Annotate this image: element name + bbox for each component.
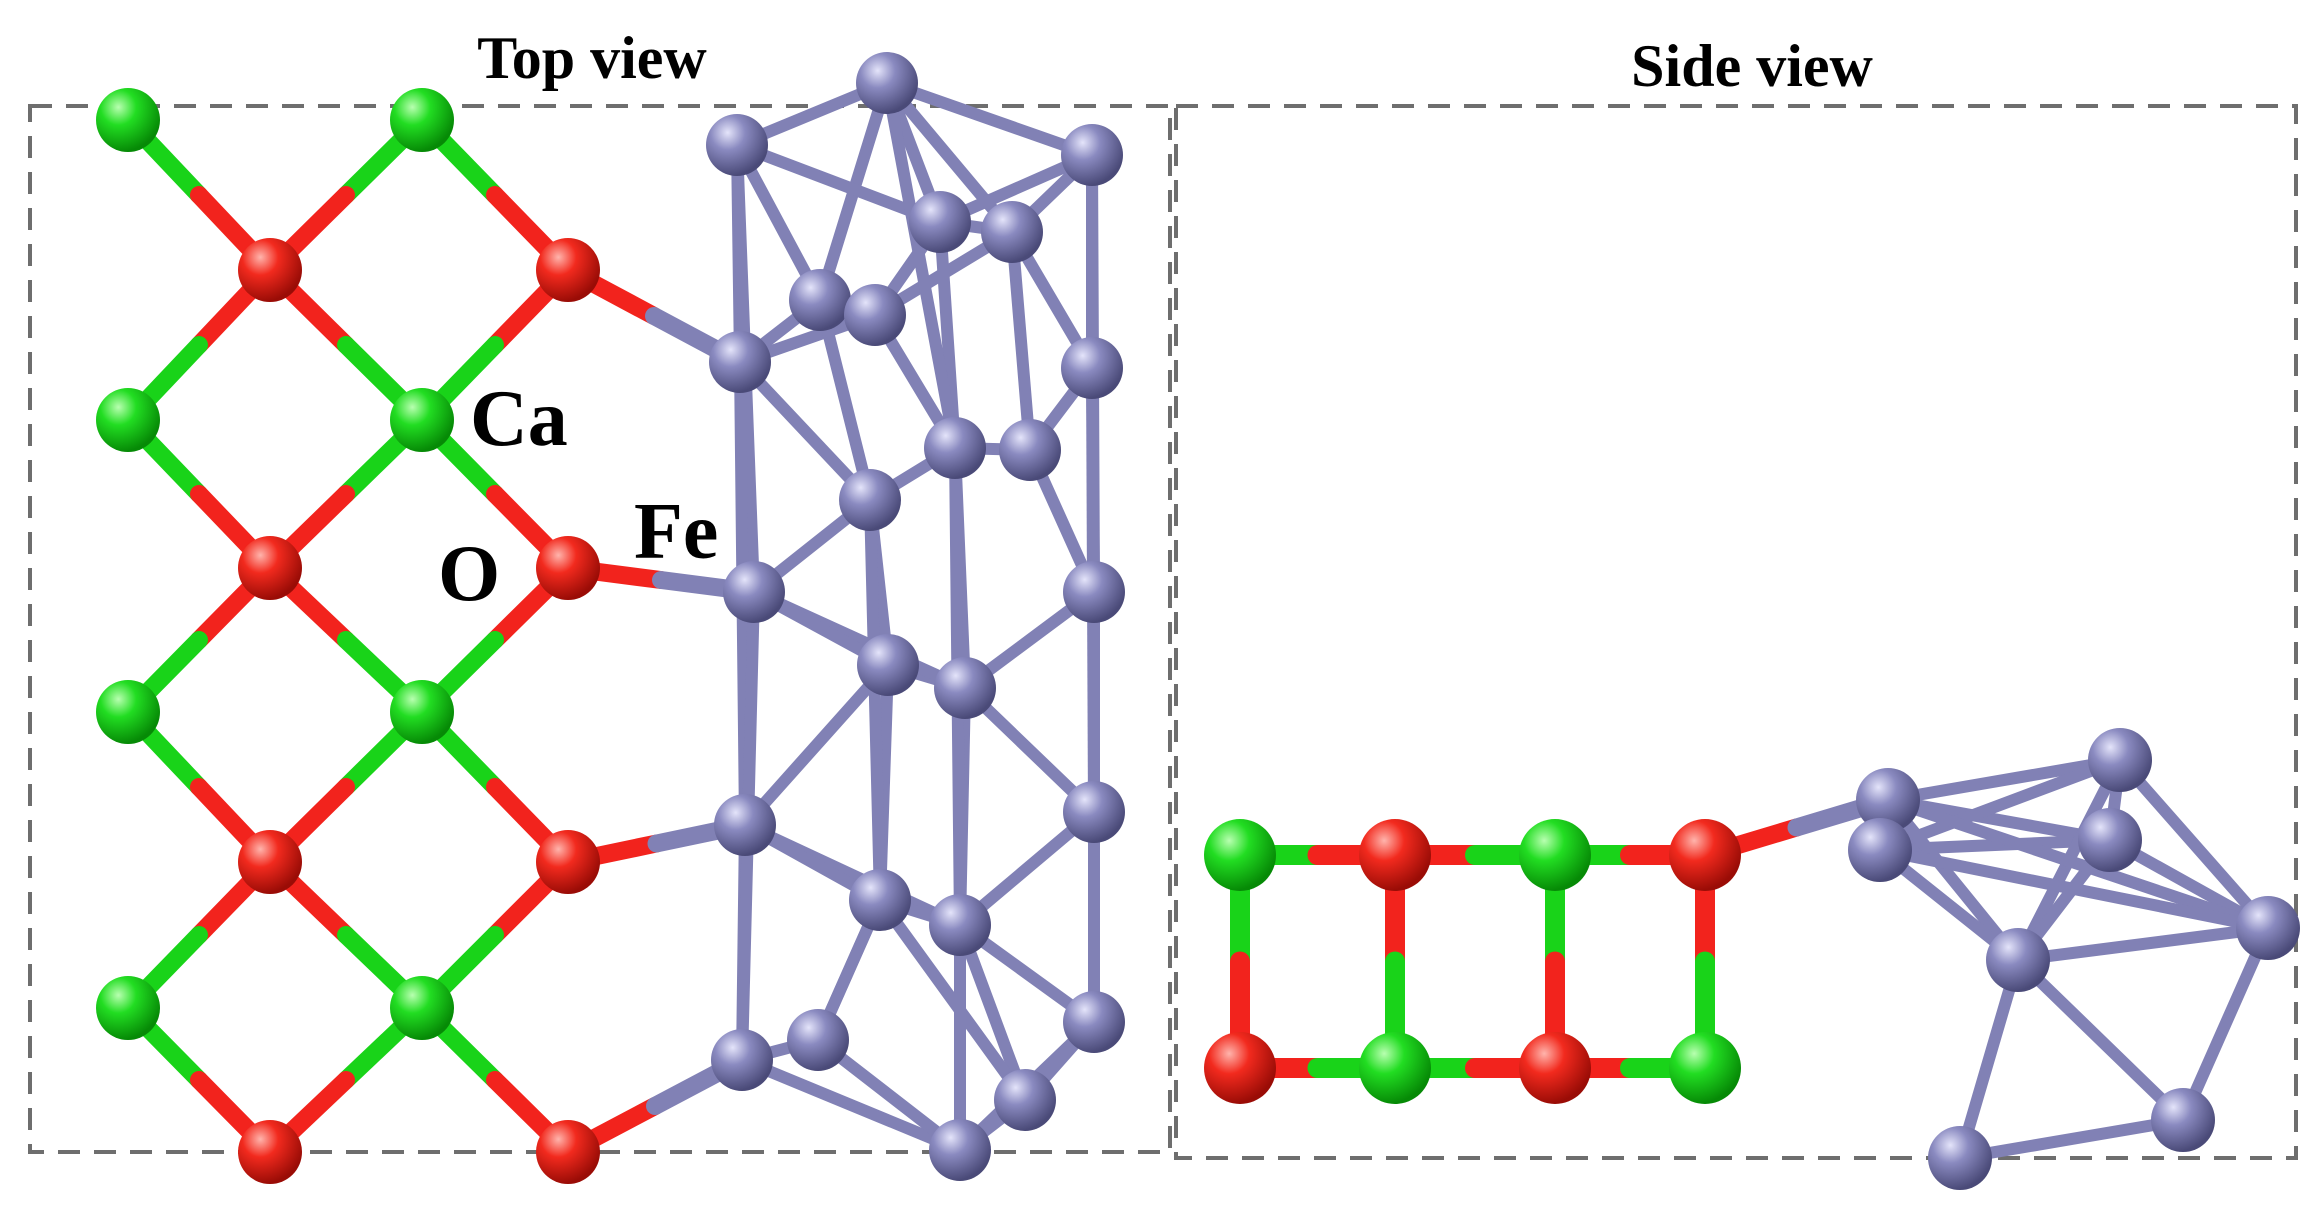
fe-atom [839,469,901,531]
fe-atom [2151,1088,2215,1152]
fe-atom [789,269,851,331]
fe-atom-label: Fe [634,488,718,576]
fe-atom [1063,561,1125,623]
o-atom-label: O [438,530,500,618]
bond [1882,754,2126,806]
o-atom [536,830,600,894]
o-atom [1204,1032,1276,1104]
fe-atom [709,331,771,393]
bond [881,77,961,454]
o-atom [238,830,302,894]
ca-atom [390,88,454,152]
o-atom [536,238,600,302]
fe-atom [1061,337,1123,399]
fe-atom [981,201,1043,263]
fe-atom [711,1029,773,1091]
ca-atom [96,88,160,152]
bond [864,494,886,906]
o-atom [1519,1032,1591,1104]
bond [814,294,876,506]
bond [954,919,1031,1106]
bond [1954,954,2024,1164]
fe-atom [909,191,971,253]
fe-atom [787,1009,849,1071]
o-atom [238,238,302,302]
fe-atom [856,52,918,114]
o-atom [1359,819,1431,891]
bond [2114,754,2274,934]
side-view-title: Side view [1631,33,1873,99]
ca-atom [1519,819,1591,891]
fe-atom [1063,991,1125,1053]
top-view-atoms [96,52,1125,1184]
ca-atom [96,976,160,1040]
o-atom [536,1120,600,1184]
fe-atom [994,1069,1056,1131]
ca-atom-label: Ca [470,375,568,463]
fe-atom [1063,781,1125,843]
top-view-title: Top view [477,25,707,91]
bond [739,659,894,831]
ca-atom [390,680,454,744]
fe-atom [1061,124,1123,186]
o-atom [238,536,302,600]
bond [1882,794,2274,934]
ca-atom [96,680,160,744]
bond [874,894,1031,1106]
fe-atom [924,417,986,479]
fe-atom [714,794,776,856]
ca-atom [1359,1032,1431,1104]
bond [1874,844,2274,934]
side-view-atoms [1204,728,2300,1190]
bond [881,77,1018,238]
ca-atom [1669,1032,1741,1104]
bond [1006,226,1036,456]
fe-atom [706,114,768,176]
o-atom [238,1120,302,1184]
bond [1882,794,2024,966]
fe-atom [1848,818,1912,882]
bond [881,77,1098,161]
fe-atom [844,284,906,346]
fe-atom [1928,1126,1992,1190]
fe-atom [929,894,991,956]
fe-atom [2236,896,2300,960]
fe-atom [2088,728,2152,792]
o-atom [1669,819,1741,891]
fe-atom [2078,808,2142,872]
o-atom [536,536,600,600]
fe-atom [1986,928,2050,992]
fe-atom [849,869,911,931]
ca-atom [96,388,160,452]
side-view-structure [1204,728,2300,1190]
bond [734,356,876,506]
ca-atom [390,388,454,452]
bond [1954,1114,2189,1164]
bond [2177,922,2274,1126]
bond [2012,922,2274,966]
ca-atom [390,976,454,1040]
top-view-structure [96,52,1125,1184]
fe-atom [934,657,996,719]
bond [2012,954,2189,1126]
fe-atom [723,561,785,623]
fe-atom [1856,768,1920,832]
bond [736,1054,966,1156]
ca-atom [1204,819,1276,891]
fe-atom [857,634,919,696]
fe-atom [999,419,1061,481]
side-view-frame [1174,104,2298,1160]
fe-atom [929,1119,991,1181]
